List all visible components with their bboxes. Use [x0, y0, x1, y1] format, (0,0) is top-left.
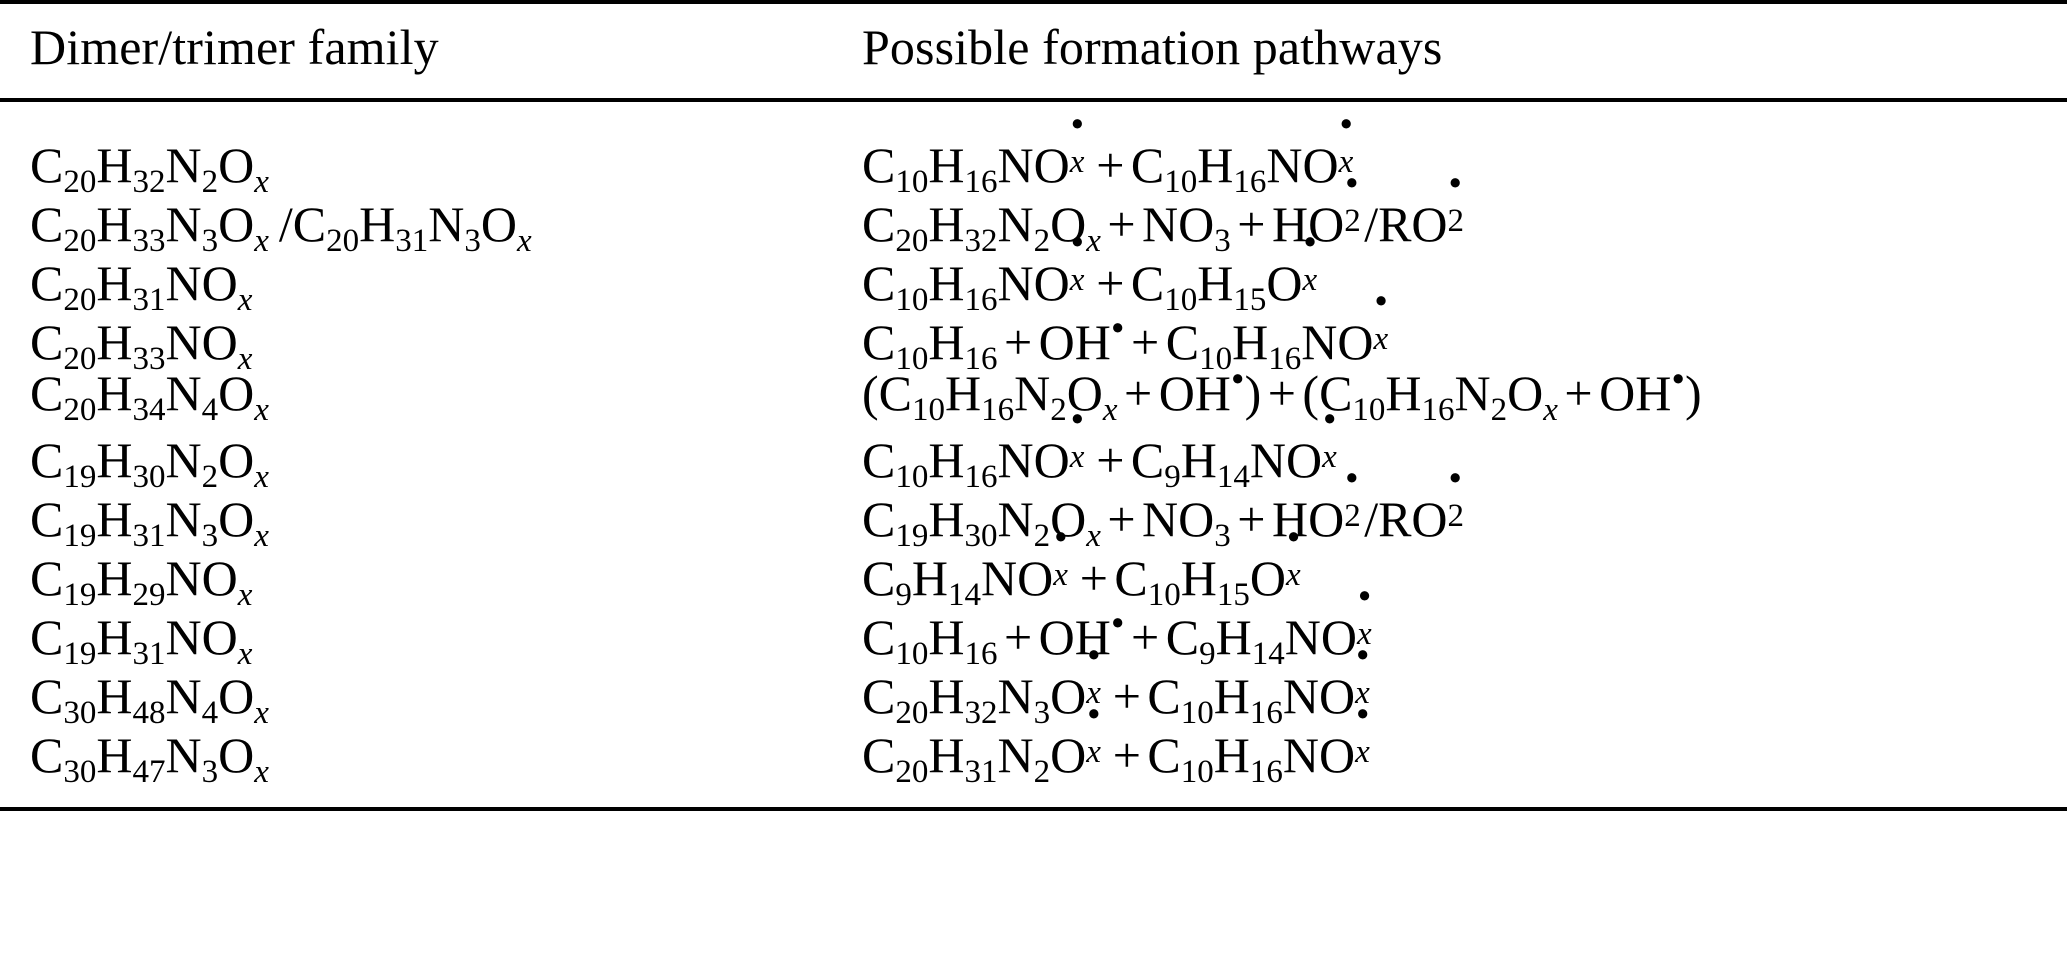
formula-pathway: C19H30N2Ox+NO3+HO•2/RO•2: [862, 456, 1465, 554]
table-row: C20H33N3Ox /C20H31N3Ox C20H32N2Ox+NO3+HO…: [0, 161, 2067, 259]
formula-family: C20H33N3Ox /C20H31N3Ox: [30, 196, 532, 259]
formula-pathway: C20H31N2O•x+C10H16NO•x: [862, 692, 1370, 790]
table-row: C30H48N4Ox C20H32N3O•x+C10H16NO•x: [0, 633, 2067, 731]
column-header-family: Dimer/trimer family: [30, 19, 439, 75]
cell-pathway: C20H31N2O•x+C10H16NO•x: [840, 692, 2067, 809]
formation-pathways-table: Dimer/trimer family Possible formation p…: [0, 2, 2067, 809]
table-row: C30H47N3Ox C20H31N2O•x+C10H16NO•x: [0, 692, 2067, 809]
cell-pathway: C19H30N2Ox+NO3+HO•2/RO•2: [840, 456, 2067, 554]
cell-pathway: C20H32N3O•x+C10H16NO•x: [840, 633, 2067, 731]
cell-family: C20H32N2Ox: [0, 100, 840, 200]
table-row: C20H31NOx C10H16NO•x+C10H15O•x: [0, 220, 2067, 318]
table-row: C19H31N3Ox C19H30N2Ox+NO3+HO•2/RO•2: [0, 456, 2067, 554]
formula-family: C19H29NOx: [30, 550, 253, 613]
formula-pathway: C10H16+OH•+C9H14NO•x: [862, 574, 1372, 672]
table-row: C19H29NOx C9H14NO•x+C10H15O•x: [0, 515, 2067, 613]
cell-family: C30H47N3Ox: [0, 722, 840, 809]
formula-family: C20H32N2Ox: [30, 137, 269, 200]
formula-family: C30H47N3Ox: [30, 727, 269, 790]
column-header-pathway: Possible formation pathways: [862, 19, 1443, 75]
table-row: C20H32N2Ox C10H16NO•x+C10H16NO•x: [0, 100, 2067, 200]
cell-pathway: C9H14NO•x+C10H15O•x: [840, 515, 2067, 613]
cell-family: C30H48N4Ox: [0, 663, 840, 731]
formula-pathway: C10H16NO•x+C10H15O•x: [862, 220, 1318, 318]
formula-family: C19H31NOx: [30, 609, 253, 672]
table-row: C19H31NOx C10H16+OH•+C9H14NO•x: [0, 574, 2067, 672]
formula-family: C19H30N2Ox: [30, 432, 269, 495]
formula-family: C20H31NOx: [30, 255, 253, 318]
table-row: C20H33NOx C10H16+OH•+C10H16NO•x: [0, 279, 2067, 377]
header-row: Dimer/trimer family Possible formation p…: [0, 2, 2067, 100]
cell-pathway: C20H32N2Ox+NO3+HO•2/RO•2: [840, 161, 2067, 259]
formula-pathway: C20H32N3O•x+C10H16NO•x: [862, 633, 1370, 731]
formula-family: C20H33NOx: [30, 314, 253, 377]
cell-family: C19H31N3Ox: [0, 486, 840, 554]
formula-family: C19H31N3Ox: [30, 491, 269, 554]
table-row: C19H30N2Ox C10H16NO•x+C9H14NO•x: [0, 397, 2067, 495]
table-row: C20H34N4Ox (C10H16N2Ox+OH•)+(C10H16N2Ox+…: [0, 358, 2067, 428]
formula-pathway: C9H14NO•x+C10H15O•x: [862, 515, 1301, 613]
cell-family: C20H33N3Ox /C20H31N3Ox: [0, 191, 840, 259]
cell-family: C19H31NOx: [0, 604, 840, 672]
formula-family: C20H34N4Ox: [30, 365, 269, 428]
cell-family: C20H31NOx: [0, 250, 840, 318]
cell-pathway: (C10H16N2Ox+OH•)+(C10H16N2Ox+OH•): [840, 358, 2067, 428]
formula-pathway: (C10H16N2Ox+OH•)+(C10H16N2Ox+OH•): [862, 358, 1702, 428]
cell-family: C20H33NOx: [0, 309, 840, 377]
cell-pathway: C10H16+OH•+C9H14NO•x: [840, 574, 2067, 672]
cell-pathway: C10H16+OH•+C10H16NO•x: [840, 279, 2067, 377]
table-body: C20H32N2Ox C10H16NO•x+C10H16NO•x C20H33N…: [0, 100, 2067, 809]
cell-pathway: C10H16NO•x+C10H15O•x: [840, 220, 2067, 318]
table-header: Dimer/trimer family Possible formation p…: [0, 2, 2067, 100]
formula-pathway: C10H16+OH•+C10H16NO•x: [862, 279, 1389, 377]
cell-family: C20H34N4Ox: [0, 368, 840, 427]
formula-pathway: C10H16NO•x+C9H14NO•x: [862, 397, 1337, 495]
formula-pathway: C10H16NO•x+C10H16NO•x: [862, 102, 1354, 200]
cell-family: C19H30N2Ox: [0, 427, 840, 495]
cell-pathway: C10H16NO•x+C10H16NO•x: [840, 100, 2067, 200]
formula-family: C30H48N4Ox: [30, 668, 269, 731]
cell-family: C19H29NOx: [0, 545, 840, 613]
formula-pathway: C20H32N2Ox+NO3+HO•2/RO•2: [862, 161, 1465, 259]
cell-pathway: C10H16NO•x+C9H14NO•x: [840, 397, 2067, 495]
